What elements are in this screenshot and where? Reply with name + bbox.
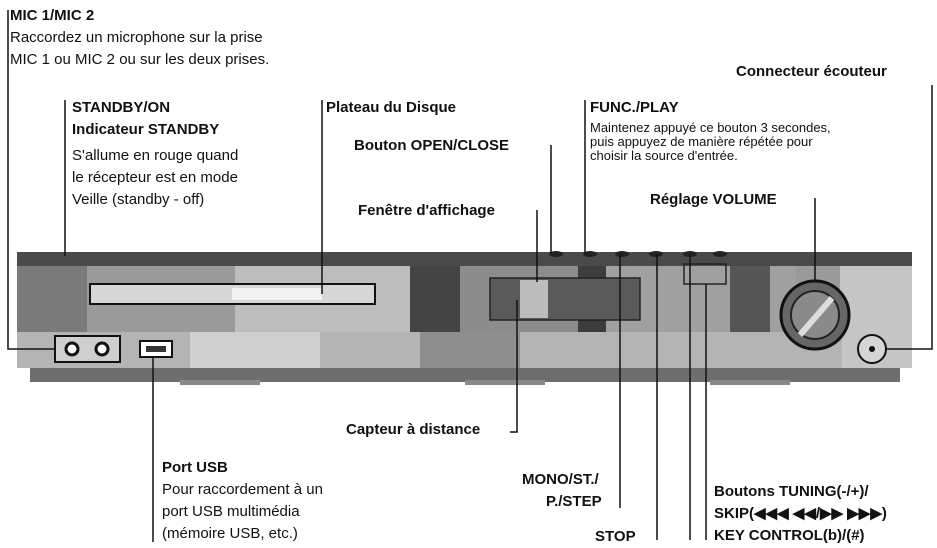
volume-label: Réglage VOLUME [650,191,777,208]
mic-desc-2: MIC 1 ou MIC 2 ou sur les deux prises. [10,51,270,68]
lower-strip-dark [420,332,520,368]
left-panel [17,266,87,336]
display-window-glare [520,280,548,318]
disc-tray-highlight [232,288,322,300]
volume-knob-mark [797,296,835,337]
headphone-label: Connecteur écouteur [736,63,887,80]
leader-remote-sensor [510,300,518,433]
display-window-shape [489,277,641,321]
leader-headphone [886,85,933,350]
mono-label-1: MONO/ST./ [522,471,599,488]
standby-desc-3: Veille (standby - off) [72,191,205,208]
func-play-desc-2: puis appuyez de manière répétée pour [590,134,813,149]
mic-title: MIC 1/MIC 2 [10,7,95,24]
tuning-label-3: KEY CONTROL(b)/(#) [714,527,865,544]
mic-jack-1 [64,341,80,357]
button-skip-b [713,251,727,257]
button-stop [649,251,663,257]
standby-desc-1: S'allume en rouge quand [72,147,239,164]
tuning-label-1: Boutons TUNING(-/+)/ [714,483,869,500]
usb-desc-3: (mémoire USB, etc.) [162,525,298,542]
disc-tray-label: Plateau du Disque [326,99,457,116]
button-func-play [583,251,597,257]
display-window-label: Fenêtre d'affichage [358,202,495,219]
mic-jack-2 [94,341,110,357]
device-top-band [17,252,912,266]
dark-panel-a [410,266,460,332]
func-play-title: FUNC./PLAY [590,99,679,116]
tuning-label-2: SKIP(◀◀◀ ◀◀/▶▶ ▶▶▶) [714,505,887,522]
usb-port-slot [146,346,166,352]
usb-title: Port USB [162,459,228,476]
stop-label: STOP [595,528,636,545]
open-close-label: Bouton OPEN/CLOSE [354,137,509,154]
device-foot-right [710,380,790,385]
usb-desc-1: Pour raccordement à un [162,481,323,498]
standby-sub: Indicateur STANDBY [72,121,220,138]
func-play-desc-1: Maintenez appuyé ce bouton 3 secondes, [590,120,831,135]
device-foot-left [180,380,260,385]
device-base [30,368,900,382]
mic-desc-1: Raccordez un microphone sur la prise [10,29,263,46]
button-open-close [549,251,563,257]
dark-panel-c [730,266,770,332]
lower-strip-light [190,332,320,368]
standby-title: STANDBY/ON [72,99,171,116]
button-mono [615,251,629,257]
tuning-key-box [683,263,727,285]
leader-mic [7,10,55,350]
usb-desc-2: port USB multimédia [162,503,300,520]
headphone-jack-hole [869,346,875,352]
mono-label-2: P./STEP [546,493,602,510]
standby-desc-2: le récepteur est en mode [72,169,238,186]
device-foot-mid [465,380,545,385]
remote-sensor-label: Capteur à distance [346,421,481,438]
func-play-desc-3: choisir la source d'entrée. [590,148,738,163]
